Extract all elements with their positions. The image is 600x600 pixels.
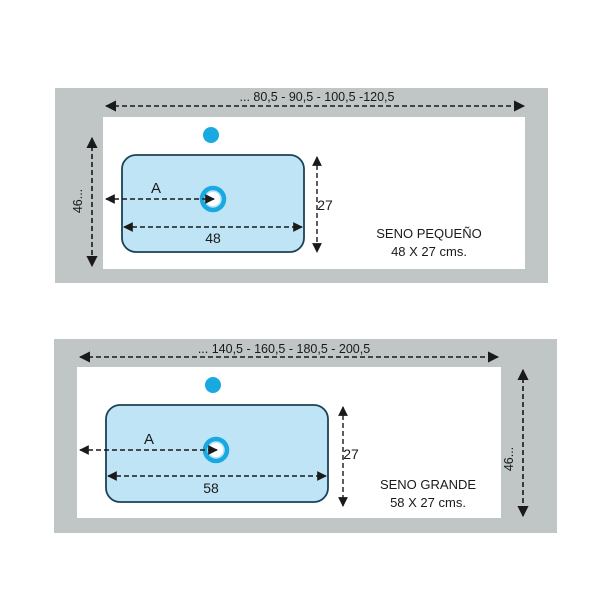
basin-depth-label: 27: [343, 446, 359, 462]
bottom-unit: ... 140,5 - 160,5 - 180,5 - 200,5 46... …: [54, 339, 557, 533]
depth-label: 46...: [502, 447, 516, 471]
basin-name: SENO GRANDE: [380, 477, 476, 492]
width-label-bg: [192, 340, 376, 355]
faucet-hole: [203, 127, 219, 143]
basin-size: 48 X 27 cms.: [391, 244, 467, 259]
basin-name: SENO PEQUEÑO: [376, 226, 481, 241]
top-unit: ... 80,5 - 90,5 - 100,5 -120,5 46... A 4…: [55, 88, 548, 283]
width-options-label: ... 140,5 - 160,5 - 180,5 - 200,5: [198, 342, 370, 356]
basin-size: 58 X 27 cms.: [390, 495, 466, 510]
basin-depth-label: 27: [317, 197, 333, 213]
offset-label: A: [151, 180, 161, 197]
depth-label: 46...: [71, 189, 85, 213]
offset-label: A: [144, 431, 154, 448]
width-label-bg: [232, 88, 402, 103]
faucet-hole: [205, 377, 221, 393]
width-options-label: ... 80,5 - 90,5 - 100,5 -120,5: [240, 90, 395, 104]
basin-width-label: 48: [205, 230, 221, 246]
basin-width-label: 58: [203, 480, 219, 496]
